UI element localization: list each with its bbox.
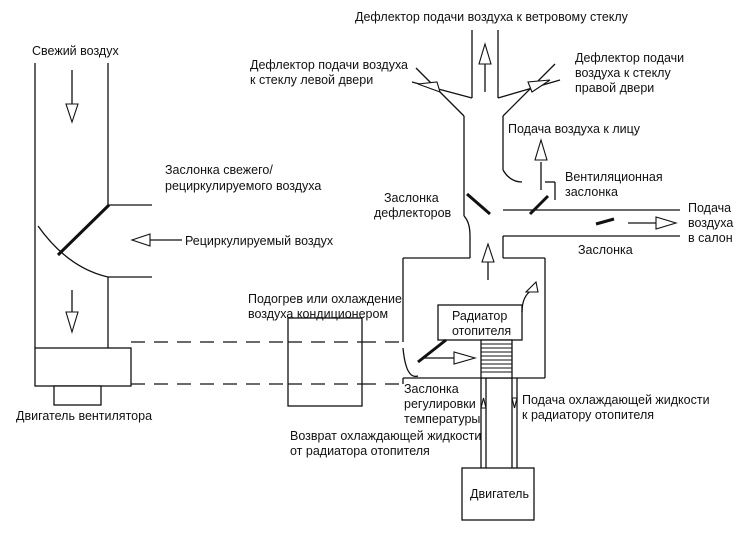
coolant-supply-label-1: Подача охлаждающей жидкости <box>522 393 710 407</box>
defroster-flap <box>466 192 491 216</box>
temp-flap-label-2: регулировки <box>404 397 476 411</box>
cabin-air-label-1: Подача <box>688 201 731 215</box>
supply-arrow-icon <box>511 397 518 409</box>
evaporator <box>287 317 363 407</box>
ac-label-2: воздуха кондиционером <box>248 307 388 321</box>
coolant-supply-label-2: к радиатору отопителя <box>522 408 654 422</box>
vent-flap-label-2: заслонка <box>565 185 618 199</box>
main-duct <box>131 341 403 385</box>
intake-duct <box>34 63 152 348</box>
ac-label-1: Подогрев или охлаждение <box>248 292 402 306</box>
coolant-return-label-1: Возврат охлаждающей жидкости <box>290 429 481 443</box>
heater-fin-lines <box>481 343 512 373</box>
face-arrow-icon <box>534 138 548 190</box>
heater-arrow-icon <box>423 351 478 365</box>
left-door-deflector-label-1: Дефлектор подачи воздуха <box>250 58 408 72</box>
face-vent-duct <box>502 116 556 200</box>
blower-housing <box>34 347 132 387</box>
engine-block <box>461 467 535 521</box>
blower-motor-label: Двигатель вентилятора <box>16 409 152 423</box>
right-door-deflector-label-1: Дефлектор подачи <box>575 51 684 65</box>
cabin-outlet <box>600 209 680 237</box>
cabin-air-label-3: в салон <box>688 231 733 245</box>
defroster-flap-label-1: Заслонка <box>384 191 439 205</box>
coolant-return-label-2: от радиатора отопителя <box>290 444 430 458</box>
temperature-flap <box>417 338 447 364</box>
cabin-flap-label: Заслонка <box>578 243 633 257</box>
heater-box <box>402 257 546 384</box>
engine-label: Двигатель <box>470 487 529 501</box>
face-air-label: Подача воздуха к лицу <box>508 122 641 136</box>
left-door-arrow-icon <box>417 81 441 93</box>
temp-flap-label-3: температуры <box>404 412 480 426</box>
right-door-deflector-label-2: воздуха к стеклу <box>575 66 671 80</box>
up-arrow-icon <box>481 242 495 280</box>
heater-core-label-2: отопителя <box>452 324 511 338</box>
recirc-flap-label-1: Заслонка свежего/ <box>165 163 273 177</box>
windshield-deflector-label: Дефлектор подачи воздуха к ветровому сте… <box>355 10 629 24</box>
heater-core-label-1: Радиатор <box>452 309 507 323</box>
cabin-air-label-2: воздуха <box>688 216 733 230</box>
right-door-arrow-icon <box>527 79 551 93</box>
vent-flap-label-1: Вентиляционная <box>565 170 663 184</box>
fresh-air-arrow-icon <box>65 70 79 124</box>
recirc-air-label: Рециркулируемый воздух <box>185 234 334 248</box>
downflow-arrow-icon <box>65 290 79 334</box>
deflector-branches <box>411 30 561 117</box>
upper-plenum <box>463 116 612 258</box>
temp-flap-label-1: Заслонка <box>404 382 459 396</box>
windshield-arrow-icon <box>478 42 492 92</box>
defroster-flap-label-2: дефлекторов <box>374 206 452 220</box>
curved-airflow <box>521 289 533 313</box>
curved-arrow-icon <box>524 280 539 293</box>
cabin-arrow-icon <box>628 216 678 230</box>
fresh-recirc-flap <box>56 203 111 257</box>
right-door-deflector-label-3: правой двери <box>575 81 654 95</box>
coolant-pipes <box>480 378 518 468</box>
fresh-air-label: Свежий воздух <box>32 44 119 58</box>
recirc-air-arrow-icon <box>130 233 182 247</box>
recirc-flap-label-2: рециркулируемого воздуха <box>165 179 321 193</box>
blower-motor <box>53 385 102 406</box>
vent-flap <box>528 194 550 216</box>
left-door-deflector-label-2: к стеклу левой двери <box>250 73 373 87</box>
heater-core <box>437 304 523 341</box>
return-arrow-icon <box>480 397 487 409</box>
cabin-flap <box>595 217 615 226</box>
